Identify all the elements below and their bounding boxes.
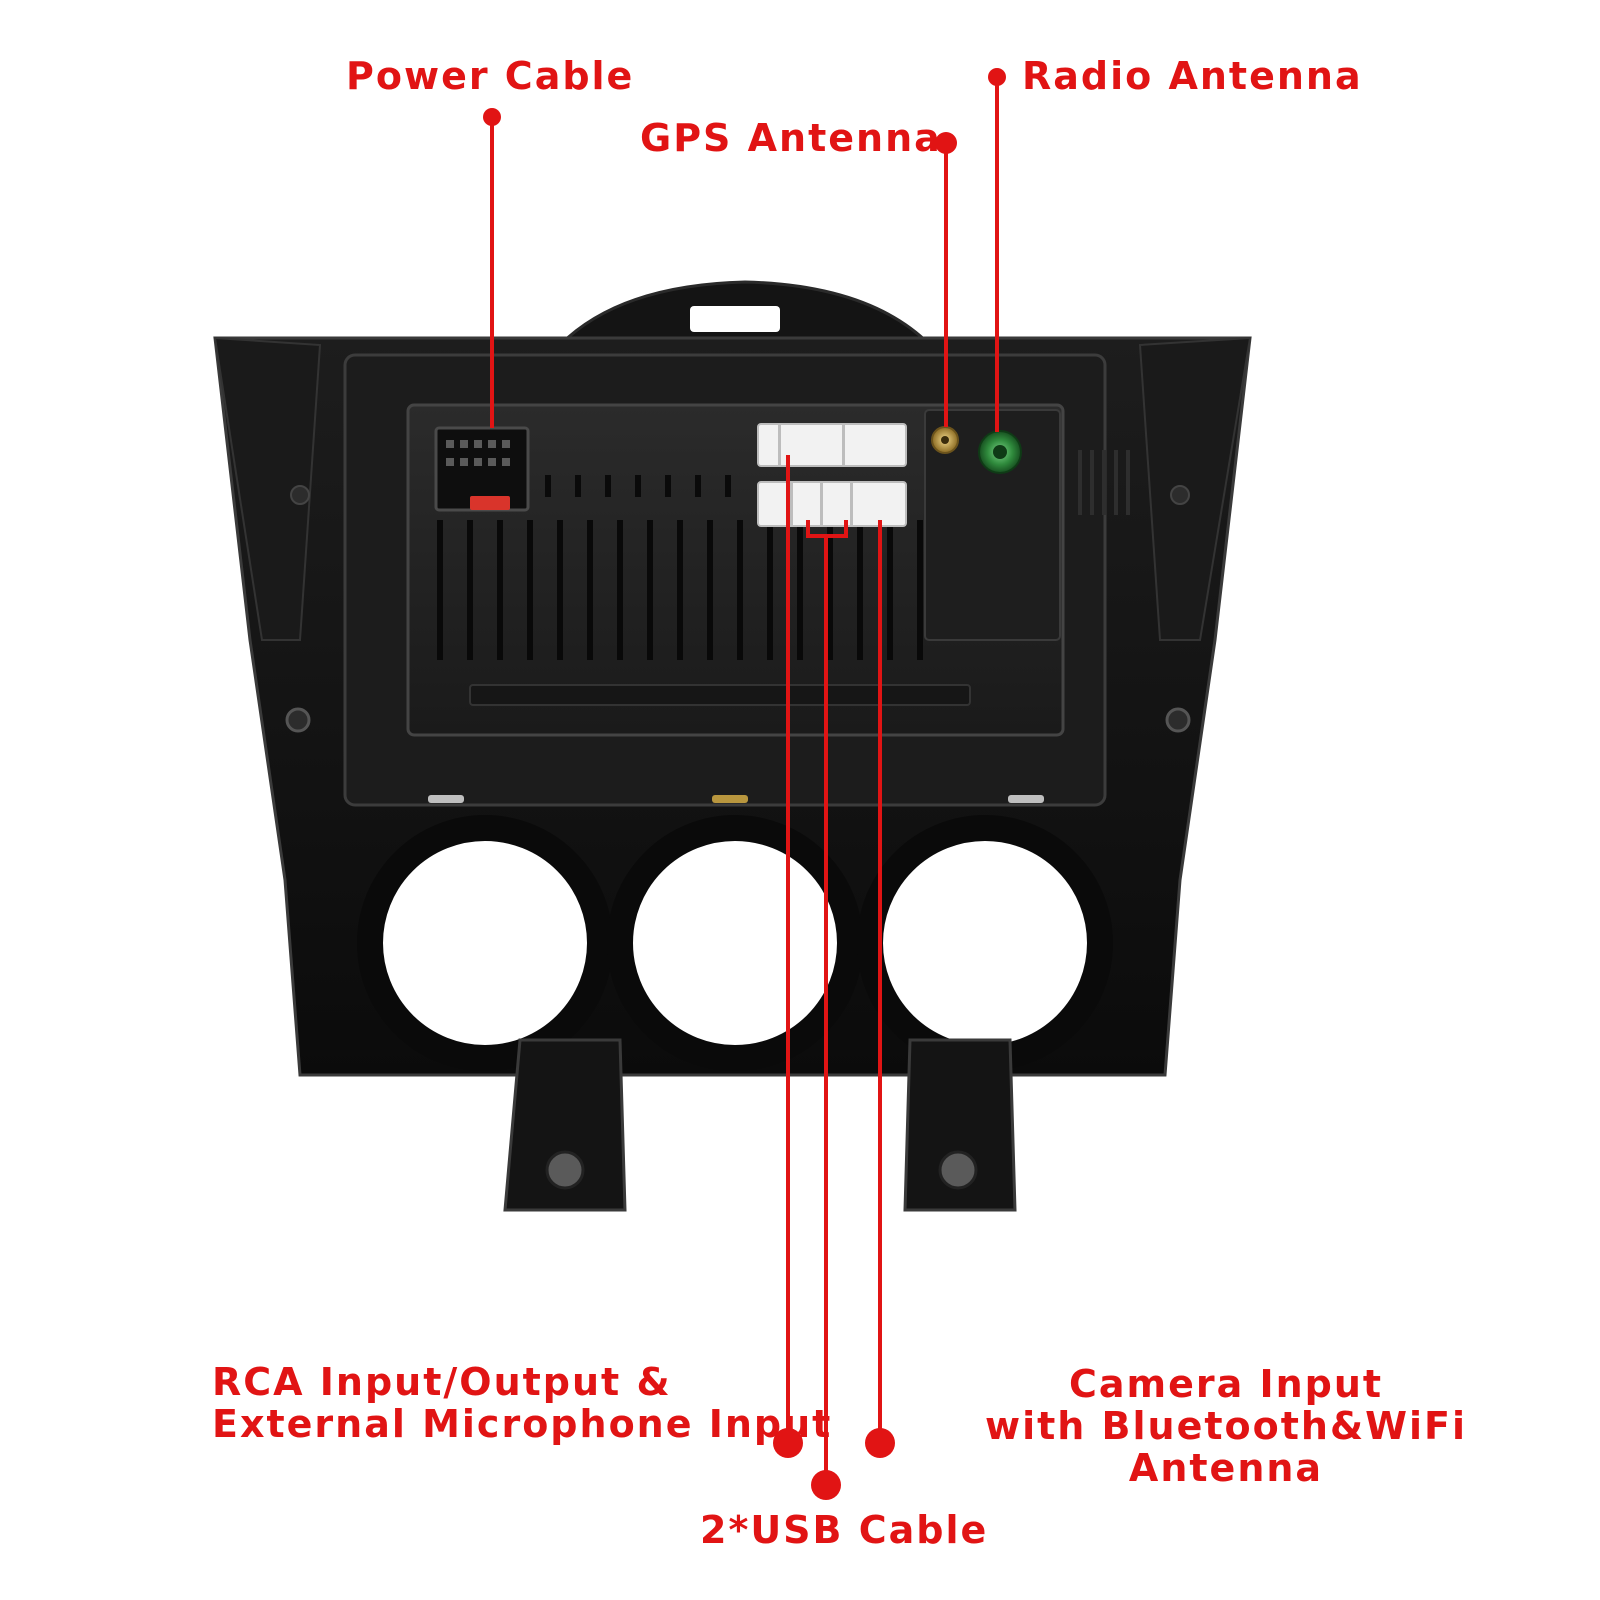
camera-input-label: Camera Input with Bluetooth&WiFi Antenna — [906, 1362, 1546, 1490]
callout-dots — [483, 68, 1006, 1500]
callout-lines — [490, 77, 999, 1482]
gps-callout-dot — [935, 132, 957, 154]
rca-label-line2: External Microphone Input — [212, 1401, 833, 1446]
side-grille — [1078, 450, 1130, 515]
vent-slots — [545, 475, 731, 497]
white-connectors — [757, 423, 907, 527]
mounting-brackets — [503, 1038, 1017, 1212]
radio-port — [978, 430, 1022, 474]
camera-label-line2: with Bluetooth&WiFi Antenna — [984, 1403, 1468, 1490]
power-connector — [434, 426, 530, 512]
usb-callout-dot — [811, 1470, 841, 1500]
camera-callout-dot — [865, 1428, 895, 1458]
power-cable-label: Power Cable — [346, 54, 635, 98]
power-callout-dot — [483, 108, 501, 126]
gps-antenna-label: GPS Antenna — [640, 116, 942, 160]
heatsink-fins — [437, 520, 953, 660]
rca-callout-dot — [773, 1428, 803, 1458]
vent-cutouts — [357, 815, 1113, 1071]
usb-cable-label: 2*USB Cable — [700, 1508, 989, 1552]
rca-input-label: RCA Input/Output & External Microphone I… — [212, 1360, 833, 1446]
radio-antenna-label: Radio Antenna — [1022, 54, 1363, 98]
camera-label-line1: Camera Input — [1068, 1362, 1384, 1406]
gps-port — [931, 426, 959, 454]
radio-callout-dot — [988, 68, 1006, 86]
rca-label-line1: RCA Input/Output & — [212, 1360, 672, 1404]
